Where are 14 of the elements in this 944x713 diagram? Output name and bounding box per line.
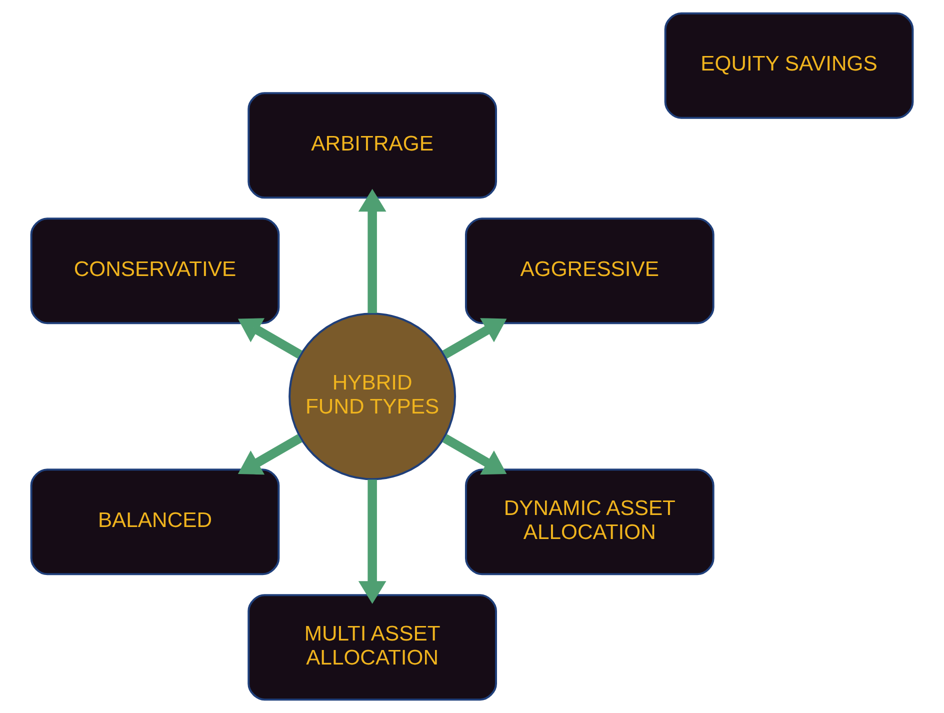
node-circle: HYBRID FUND TYPES — [288, 312, 456, 480]
node-box: EQUITY SAVINGS — [664, 12, 914, 119]
arrow — [358, 188, 386, 314]
arrow — [442, 434, 507, 475]
node-box: AGGRESSIVE — [464, 218, 714, 324]
node-box: ARBITRAGE — [248, 92, 497, 199]
arrow — [238, 318, 302, 359]
arrow — [238, 434, 302, 475]
node-box: DYNAMIC ASSET ALLOCATION — [464, 468, 714, 576]
arrow — [358, 480, 386, 604]
arrow — [442, 318, 507, 359]
node-box: BALANCED — [30, 468, 280, 576]
node-box: CONSERVATIVE — [30, 218, 280, 324]
node-box: MULTI ASSET ALLOCATION — [248, 594, 497, 701]
